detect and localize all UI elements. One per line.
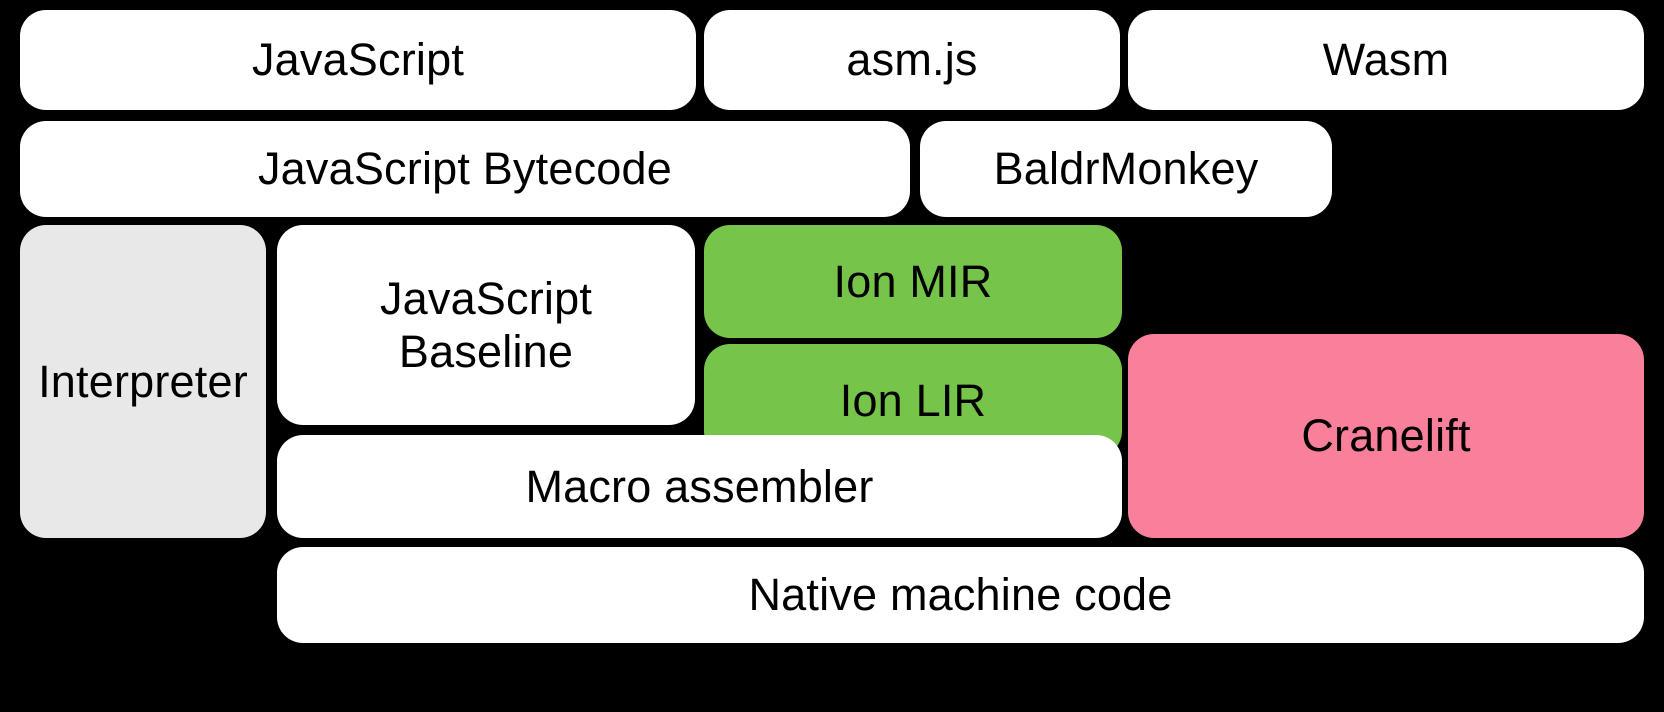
node-label-ion-mir: Ion MIR: [833, 255, 993, 307]
node-javascript-bytecode[interactable]: JavaScript Bytecode: [20, 121, 910, 217]
node-wasm[interactable]: Wasm: [1128, 10, 1644, 110]
node-label-javascript-baseline: JavaScript Baseline: [379, 272, 593, 377]
node-macro-assembler[interactable]: Macro assembler: [277, 435, 1122, 538]
node-asmjs[interactable]: asm.js: [704, 10, 1120, 110]
node-label-native-machine-code: Native machine code: [748, 569, 1173, 621]
node-javascript[interactable]: JavaScript: [20, 10, 696, 110]
node-label-asmjs: asm.js: [846, 34, 978, 86]
node-label-ion-lir: Ion LIR: [839, 374, 987, 426]
node-cranelift[interactable]: Cranelift: [1128, 334, 1644, 538]
node-label-interpreter: Interpreter: [38, 355, 248, 407]
node-baldrmonkey[interactable]: BaldrMonkey: [920, 121, 1332, 217]
node-native-machine-code[interactable]: Native machine code: [277, 547, 1644, 643]
node-ion-mir[interactable]: Ion MIR: [704, 225, 1122, 338]
node-label-baldrmonkey: BaldrMonkey: [993, 143, 1259, 195]
node-javascript-baseline[interactable]: JavaScript Baseline: [277, 225, 695, 425]
node-label-javascript: JavaScript: [251, 34, 465, 86]
node-label-javascript-bytecode: JavaScript Bytecode: [257, 143, 672, 195]
node-label-wasm: Wasm: [1322, 34, 1450, 86]
node-label-cranelift: Cranelift: [1301, 410, 1471, 462]
node-label-macro-assembler: Macro assembler: [525, 460, 874, 512]
node-interpreter[interactable]: Interpreter: [20, 225, 266, 538]
